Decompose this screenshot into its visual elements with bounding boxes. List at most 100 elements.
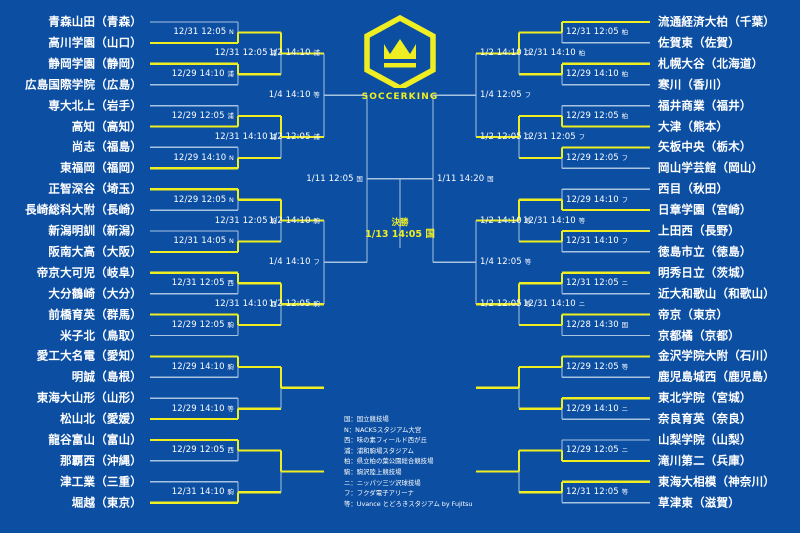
team-name: 徳島市立（徳島）: [658, 244, 752, 259]
match-label: 12/31 12:05 等: [566, 487, 629, 497]
team-name: 日章学園（宮崎）: [658, 202, 752, 217]
match-label: 12/31 14:10 等: [523, 215, 586, 226]
legend-item: 浦：浦和駒場スタジアム: [344, 446, 414, 455]
final-match: 決勝 1/13 14:05 国: [365, 218, 435, 241]
team-name: 前橋育英（群馬）: [48, 306, 142, 321]
match-label: 12/29 12:05 フ: [566, 152, 629, 163]
team-name: 大分鶴崎（大分）: [48, 285, 142, 300]
team-name: 高川学園（山口）: [48, 35, 142, 50]
team-name: 福井商業（福井）: [658, 97, 752, 112]
venue-legend: 国：国立競技場 N：NACK5スタジアム大宮西：味の素フィールド西が丘浦：浦和駒場…: [344, 414, 472, 509]
match-label: 1/4 14:10 等: [268, 89, 320, 100]
match-label: 12/29 14:10 浦: [171, 69, 234, 79]
match-label: 12/31 12:05 ニ: [566, 278, 629, 288]
team-name: 龍谷富山（富山）: [48, 432, 142, 447]
match-label: 12/29 12:05 N: [173, 194, 234, 205]
match-label: 12/29 14:10 N: [173, 152, 234, 163]
team-name: 静岡学園（静岡）: [48, 56, 142, 71]
team-name: 東北学院（宮城）: [658, 390, 752, 405]
team-name: 明誠（島根）: [71, 369, 142, 384]
logo-wordmark: SOCCERKING: [361, 92, 439, 102]
match-label: 1/2 12:05 浦: [268, 131, 320, 142]
team-name: 札幌大谷（北海道）: [658, 56, 764, 71]
team-name: 佐賀東（佐賀）: [658, 35, 740, 50]
legend-item: フ：フクダ電子アリーナ: [344, 489, 415, 498]
match-label: 1/2 12:05 等: [480, 298, 532, 309]
match-label: 1/4 12:05 フ: [480, 89, 532, 100]
match-label: 12/29 14:10 ニ: [566, 403, 629, 414]
match-label: 1/2 12:05 駒: [268, 298, 320, 309]
team-name: 阪南大高（大阪）: [48, 244, 142, 259]
match-label: 1/2 14:10 浦: [268, 48, 320, 59]
match-label: 12/31 12:05 駒: [214, 215, 277, 226]
team-name: 流通経済大柏（千葉）: [658, 14, 775, 29]
match-label: 12/31 12:05 フ: [523, 131, 586, 142]
soccerking-logo: SOCCERKING: [355, 14, 445, 106]
match-label: 12/29 12:05 駒: [171, 319, 234, 330]
team-name: 岡山学芸館（岡山）: [658, 160, 764, 175]
match-label: 12/29 14:10 フ: [566, 194, 629, 205]
match-label: 12/31 12:05 浦: [214, 48, 277, 59]
hexagon-crown-icon: [364, 14, 436, 88]
match-label: 12/31 14:10 西: [214, 298, 277, 309]
team-name: 松山北（愛媛）: [60, 411, 142, 426]
match-label: 12/29 14:10 駒: [171, 361, 234, 372]
final-datetime: 1/13 14:05 国: [365, 228, 435, 240]
match-label: 12/28 14:30 国: [566, 319, 629, 330]
team-name: 津工業（三重）: [60, 474, 142, 489]
match-label: 1/4 12:05 等: [480, 257, 532, 268]
match-label: 1/2 14:10 駒: [268, 215, 320, 226]
legend-item: 西：味の素フィールド西が丘: [344, 436, 427, 445]
team-name: 明秀日立（茨城）: [658, 265, 752, 280]
match-label: 12/31 14:10 フ: [566, 236, 629, 247]
team-name: 堀越（東京）: [71, 494, 142, 509]
team-name: 寒川（香川）: [658, 76, 729, 91]
team-name: 専大北上（岩手）: [48, 97, 142, 112]
final-label: 決勝: [391, 217, 409, 228]
team-name: 正智深谷（埼玉）: [48, 181, 142, 196]
legend-item: 国：国立競技場: [344, 415, 389, 423]
team-name: 山梨学院（山梨）: [658, 432, 752, 447]
team-name: 奈良育英（奈良）: [658, 411, 752, 426]
legend-item: 柏：県立柏の葉公園総合競技場: [344, 457, 434, 466]
team-name: 滝川第二（兵庫）: [658, 453, 752, 468]
legend-item: 駒：駒沢陸上競技場: [344, 467, 402, 476]
team-name: 鹿児島城西（鹿児島）: [658, 369, 775, 384]
match-label: 12/31 12:05 西: [171, 278, 234, 288]
team-name: 長崎総科大附（長崎）: [25, 202, 142, 217]
team-name: 青森山田（青森）: [48, 14, 142, 29]
legend-item: 等：Uvance とどろきスタジアム by Fujitsu: [344, 499, 473, 508]
match-label: 12/29 12:05 浦: [171, 110, 234, 121]
match-label: 12/31 14:10 浦: [214, 131, 277, 142]
team-name: 愛工大名電（愛知）: [36, 348, 142, 363]
team-name: 尚志（福島）: [71, 139, 142, 154]
team-name: 京都橘（京都）: [658, 327, 740, 342]
match-label: 1/11 12:05 国: [306, 173, 363, 184]
team-name: 帝京大可児（岐阜）: [36, 265, 142, 280]
team-name: 那覇西（沖縄）: [60, 453, 142, 468]
team-name: 矢板中央（栃木）: [658, 139, 752, 154]
team-name: 草津東（滋賀）: [658, 494, 740, 509]
team-name: 東海大山形（山形）: [36, 390, 142, 405]
match-label: 1/11 14:20 国: [437, 173, 494, 184]
team-name: 西目（秋田）: [658, 181, 729, 196]
match-label: 12/29 14:10 等: [171, 403, 234, 414]
team-name: 米子北（鳥取）: [60, 327, 142, 342]
legend-item: ニ：ニッパツ三ツ沢球技場: [344, 478, 421, 487]
team-name: 近大和歌山（和歌山）: [658, 285, 775, 300]
match-label: 12/31 14:10 柏: [523, 48, 586, 59]
team-name: 新潟明訓（新潟）: [48, 223, 142, 238]
match-label: 1/2 14:10 フ: [480, 48, 532, 59]
match-label: 12/29 12:05 西: [171, 445, 234, 456]
legend-item: N：NACK5スタジアム大宮: [344, 425, 422, 434]
match-label: 1/2 12:05 フ: [480, 131, 532, 142]
team-name: 東福岡（福岡）: [60, 160, 142, 175]
match-label: 12/29 12:05 柏: [566, 110, 629, 121]
match-label: 12/31 14:10 駒: [171, 487, 234, 497]
team-name: 帝京（東京）: [658, 306, 729, 321]
team-name: 広島国際学院（広島）: [25, 76, 142, 91]
match-label: 12/29 12:05 等: [566, 361, 629, 372]
team-name: 上田西（長野）: [658, 223, 740, 238]
match-label: 12/31 14:10 ニ: [523, 298, 586, 309]
